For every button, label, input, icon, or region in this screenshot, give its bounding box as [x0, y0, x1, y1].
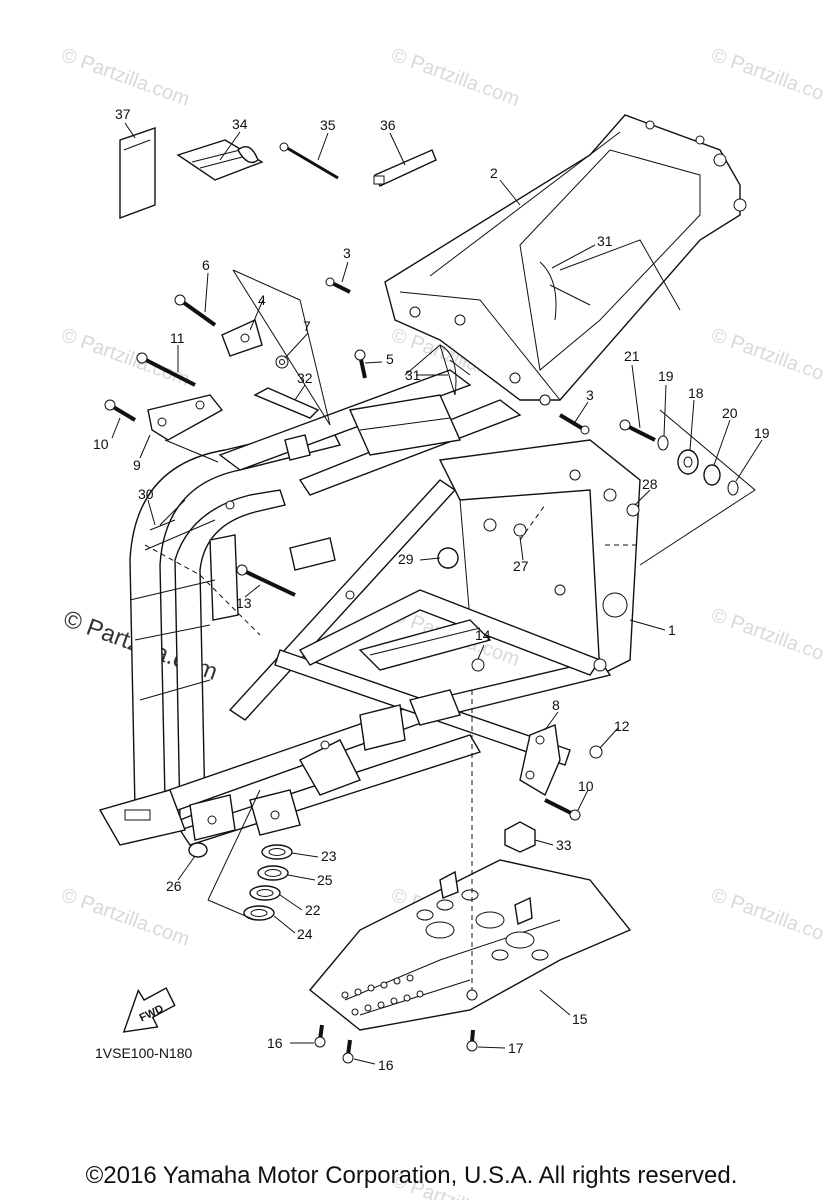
callout-4: 4 [258, 292, 266, 308]
part-4-bracket [221, 319, 263, 357]
callout-34: 34 [232, 116, 248, 132]
part-3-bolt-upper [325, 277, 351, 294]
callout-13: 13 [236, 595, 252, 611]
part-10-bolt-lower [544, 798, 581, 821]
callout-28: 28 [642, 476, 658, 492]
connector-lines [144, 239, 756, 990]
callout-12: 12 [614, 718, 630, 734]
watermark: © Partzilla.com [388, 44, 522, 111]
callout-2: 2 [490, 165, 498, 181]
callout-21: 21 [624, 348, 640, 364]
callout-19-a: 19 [658, 368, 674, 384]
part-13-bolt [236, 564, 296, 597]
callout-30: 30 [138, 486, 154, 502]
callout-7: 7 [303, 318, 311, 334]
callout-22: 22 [305, 902, 321, 918]
callout-18: 18 [688, 385, 704, 401]
callout-26: 26 [166, 878, 182, 894]
part-26-grommet [188, 842, 208, 858]
part-21-bolt [619, 419, 656, 442]
part-15-skid-plate [309, 859, 632, 1031]
part-36-strap [373, 149, 437, 187]
callout-31-upper: 31 [597, 233, 613, 249]
part-8-bracket [519, 724, 561, 797]
callout-16-a: 16 [267, 1035, 283, 1051]
part-19-washer-a [657, 435, 669, 451]
fwd-arrow-icon: FWD [122, 987, 176, 1033]
watermark: © Partzilla.com [708, 324, 823, 391]
part-12-nut [589, 745, 603, 759]
callout-20: 20 [722, 405, 738, 421]
callout-3-upper: 3 [343, 245, 351, 261]
callout-36: 36 [380, 117, 396, 133]
part-29-plug [437, 547, 459, 569]
callout-14: 14 [475, 627, 491, 643]
callout-5: 5 [386, 351, 394, 367]
part-11-bolt [136, 352, 196, 387]
part-30-wire [149, 499, 186, 531]
callout-24: 24 [297, 926, 313, 942]
part-17-bolt [466, 1029, 478, 1052]
part-16-bolt-a [314, 1024, 326, 1048]
leader-lines [111, 122, 763, 1065]
diagram-code: 1VSE100-N180 [95, 1045, 193, 1061]
callout-1: 1 [668, 622, 676, 638]
callout-23: 23 [321, 848, 337, 864]
copyright-footer: ©2016 Yamaha Motor Corporation, U.S.A. A… [85, 1162, 738, 1189]
callout-9: 9 [133, 457, 141, 473]
part-37-booklet [119, 127, 156, 220]
callout-27: 27 [513, 558, 529, 574]
callout-17: 17 [508, 1040, 524, 1056]
part-3-bolt-lower [558, 413, 590, 435]
watermark: © Partzilla.com [708, 884, 823, 951]
callout-16-b: 16 [378, 1057, 394, 1073]
part-10-bolt-upper [104, 399, 137, 422]
part-31-wire-lower [439, 344, 471, 396]
callout-10-upper: 10 [93, 436, 109, 452]
callout-15: 15 [572, 1011, 588, 1027]
part-6-bolt [174, 294, 217, 327]
part-14-nut [471, 658, 485, 672]
part-18-bushing [677, 449, 699, 475]
part-20-collar [703, 464, 721, 486]
callout-31-lower: 31 [405, 367, 421, 383]
callout-6: 6 [202, 257, 210, 273]
part-27-plug [513, 523, 527, 537]
part-31-wire-upper [539, 261, 591, 321]
callout-11: 11 [170, 330, 185, 346]
callout-29: 29 [398, 551, 414, 567]
bearing-stack [243, 844, 293, 921]
callout-10-lower: 10 [578, 778, 594, 794]
part-19-washer-b [727, 480, 739, 496]
part-28-nut [626, 503, 640, 517]
watermark: © Partzilla.com [58, 884, 192, 951]
watermark: © Partzilla.com [58, 44, 192, 111]
callout-25: 25 [317, 872, 333, 888]
callouts: 37 34 35 36 2 3 31 6 4 7 5 11 32 31 3 21… [93, 106, 770, 1073]
part-2-rear-frame [384, 114, 747, 406]
watermark: © Partzilla.com [708, 604, 823, 671]
part-16-bolt-b [342, 1039, 354, 1064]
callout-32: 32 [297, 370, 313, 386]
callout-35: 35 [320, 117, 336, 133]
part-1-main-frame [98, 369, 641, 846]
callout-19-b: 19 [754, 425, 770, 441]
part-32-guard [253, 387, 320, 419]
callout-3-lower: 3 [586, 387, 594, 403]
callout-37: 37 [115, 106, 131, 122]
watermark: © Partzilla.com [708, 44, 823, 111]
part-35-tool [279, 142, 339, 180]
part-7-nut [275, 355, 289, 369]
part-33-damper [504, 821, 536, 853]
callout-33: 33 [556, 837, 572, 853]
part-5-bolt [354, 349, 367, 379]
callout-8: 8 [552, 697, 560, 713]
part-9-bracket [147, 394, 224, 441]
